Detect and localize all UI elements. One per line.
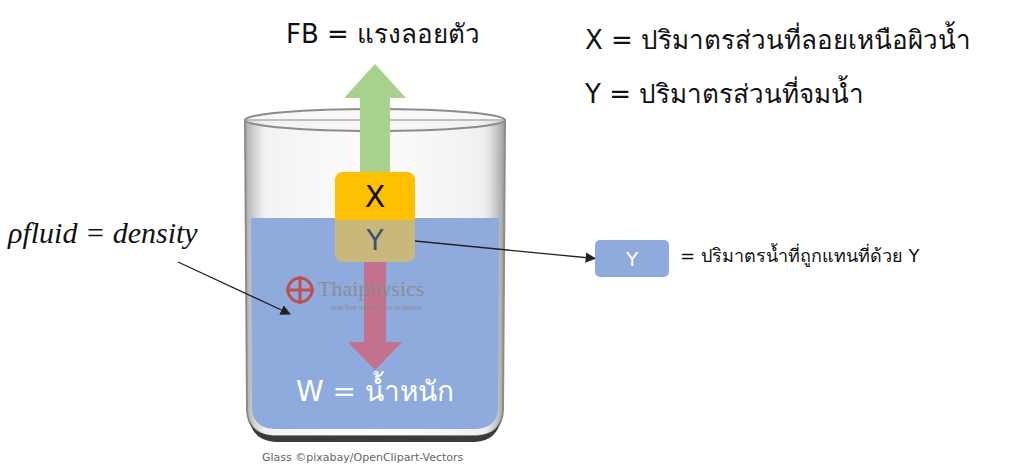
leader-arrow: [415, 241, 595, 259]
watermark: teacher who love science.: [331, 302, 423, 312]
legend-note: = ปริมาตรน้ำที่ถูกแทนที่ด้วย Y: [680, 246, 920, 267]
leader-line: [178, 262, 290, 314]
buoyancy-arrow: [344, 64, 406, 174]
weight-label: W = น้ำหนัก: [296, 376, 454, 408]
displaced-water-box: Y: [595, 240, 669, 277]
node-label: Y: [626, 248, 638, 270]
floating-part: X: [335, 172, 415, 220]
image-credit: Glass ©pixabay/OpenClipart-Vectors: [262, 452, 463, 465]
buoyancy-label: FB = แรงลอยตัว: [286, 20, 480, 50]
node-label: Y: [366, 226, 383, 257]
water: [251, 218, 499, 429]
definition-text: Y = ปริมาตรส่วนที่จมน้ำ: [585, 80, 864, 110]
submerged-part: Y: [335, 220, 415, 262]
watermark-logo: [299, 276, 302, 304]
watermark: Thaiphysics: [318, 276, 424, 301]
definition-text: X = ปริมาตรส่วนที่ลอยเหนือผิวน้ำ: [585, 26, 971, 56]
density-label: ρfluid = density: [8, 216, 198, 251]
glass-base: [250, 420, 500, 442]
node-label: X: [365, 180, 386, 213]
